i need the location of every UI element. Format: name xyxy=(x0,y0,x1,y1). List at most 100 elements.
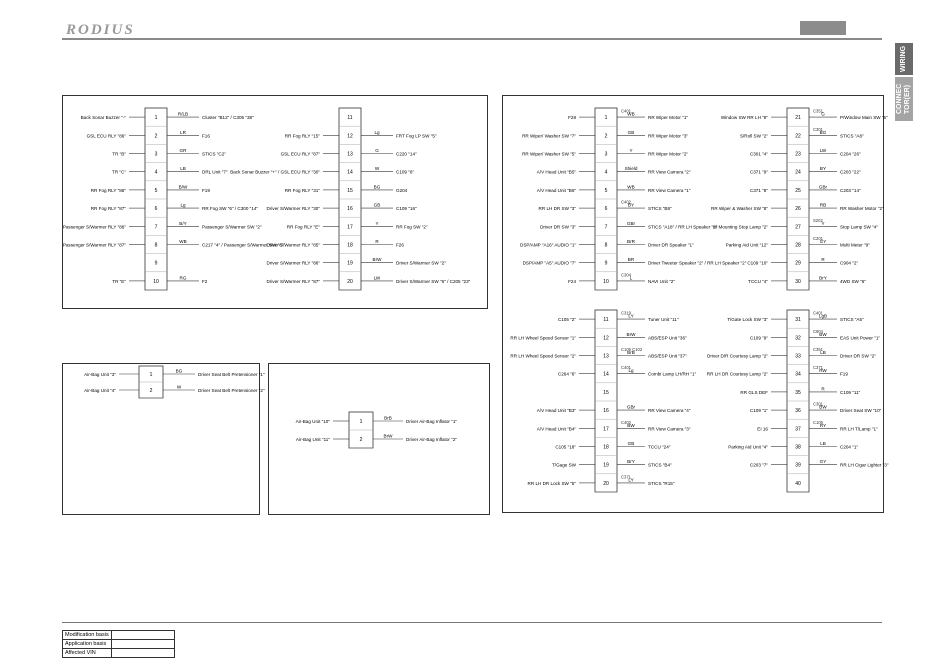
pin-source-label: Air-Bag Unit "11" xyxy=(296,437,330,442)
pin-destination-label: RR Wiper Motor "3" xyxy=(648,133,688,138)
pin-number: 22 xyxy=(795,133,801,139)
revision-row: Modification basis xyxy=(62,630,175,640)
pin-destination-label: DRL Unit "7" xyxy=(202,170,228,175)
pin-destination-label: Driver DR Speaker "1" xyxy=(648,243,694,248)
pin-destination-label: Cluster "B12" / C305 "38" xyxy=(202,115,254,120)
pin-source-label: Driver DR SW "3" xyxy=(540,224,576,229)
pin-destination-label: C109 "11" xyxy=(840,390,861,395)
pin-source-label: Back Sonar Buzzer "-" xyxy=(81,115,127,120)
wire-color-code: Lg xyxy=(374,130,380,135)
revision-row: Affected VIN xyxy=(62,648,175,658)
pin-source-label: DSP/AMP "A16" AUDIO "1" xyxy=(520,243,576,248)
pin-destination-label: P/Window Main SW "5" xyxy=(840,115,888,120)
pin-destination-label: NAVI Unit "2" xyxy=(648,279,675,284)
pin-destination-label: Passenger S/Warmer SW "2" xyxy=(202,224,262,229)
pin-source-label: Passenger S/Warmer RLY "86" xyxy=(63,224,127,229)
wire-color-code: BY xyxy=(628,203,634,208)
wire-color-code: LB xyxy=(180,166,186,171)
wire-color-code: WB xyxy=(179,239,186,244)
pin-number: 13 xyxy=(603,354,609,360)
pin-source-label: RR LH Wheel Speed Sensor "1" xyxy=(510,335,576,340)
pin-number: 1 xyxy=(150,372,153,378)
pin-source-label: Driver S/Warmer RLY "87" xyxy=(267,279,321,284)
pin-number: 9 xyxy=(155,261,158,267)
pin-destination-label: 4WD SW "6" xyxy=(840,279,866,284)
pin-destination-label: Driver Air-Bag Inflator "2" xyxy=(406,437,457,442)
pin-number: 21 xyxy=(795,115,801,121)
pin-destination-label: Multi Meter "9" xyxy=(840,243,870,248)
pin-source-label: RR Wiper & Washer SW "8" xyxy=(711,206,768,211)
splice-note: C904 xyxy=(813,329,824,334)
wire-color-code: BrR xyxy=(627,239,636,244)
pin-source-label: C371 "9" xyxy=(750,170,768,175)
tab-connector[interactable]: CONNEC TOR(ER) xyxy=(895,77,913,121)
pin-source-label: C105 "18" xyxy=(555,445,576,450)
pin-destination-label: RR LH Cigar Lighter "3" xyxy=(840,463,889,468)
pin-destination-label: C904 "2" xyxy=(840,261,858,266)
pin-number: 19 xyxy=(347,261,353,267)
pin-destination-label: Driver S/Warmer SW "2" xyxy=(396,261,446,266)
wire-color-code: GBr xyxy=(627,405,636,410)
pin-destination-label: RR Fog SW "2" xyxy=(396,224,428,229)
pin-number: 23 xyxy=(795,152,801,158)
wire-color-code: GB xyxy=(374,203,381,208)
pin-number: 15 xyxy=(603,390,609,396)
header-divider xyxy=(62,38,882,40)
pin-source-label: A/V Head Unit "B6" xyxy=(537,188,577,193)
revision-table: Modification basis Application basis Aff… xyxy=(62,630,175,658)
revision-row: Application basis xyxy=(62,639,175,649)
pin-source-label: Air-Bag Unit "10" xyxy=(296,419,331,424)
pin-destination-label: EAS Unit Power "1" xyxy=(840,335,880,340)
pin-source-label: GSL ECU RLY "87" xyxy=(281,152,321,157)
pin-destination-label: C109 "6" xyxy=(396,170,414,175)
pin-destination-label: F26 xyxy=(396,243,404,248)
pin-number: 15 xyxy=(347,188,353,194)
pin-source-label: RR GLS DEF xyxy=(740,390,768,395)
pin-source-label: Back Sonar Buzzer "+" / GSL ECU RLY "30" xyxy=(230,170,320,175)
pin-source-label: RR Wiper/ Washer SW "7" xyxy=(522,133,576,138)
pin-destination-label: C203 "22" xyxy=(840,170,861,175)
pin-source-label: Window SW RR LH "8" xyxy=(721,115,769,120)
pin-source-label: C301 "4" xyxy=(750,152,768,157)
pin-number: 10 xyxy=(153,279,159,285)
wire-color-code: BrB xyxy=(384,416,392,421)
wire-color-code: RW xyxy=(819,368,827,373)
wire-color-code: BrW xyxy=(627,332,637,337)
wire-color-code: BY xyxy=(820,166,826,171)
wire-color-code: GB xyxy=(628,130,635,135)
pin-destination-label: G204 xyxy=(396,188,408,193)
wire-color-code: LW xyxy=(820,148,827,153)
pin-number: 20 xyxy=(347,279,353,285)
pin-number: 4 xyxy=(605,170,608,176)
pin-destination-label: C220 "14" xyxy=(396,152,417,157)
wire-color-code: LY xyxy=(628,314,633,319)
pin-destination-label: F16 xyxy=(202,133,210,138)
pin-destination-label: STICS "B8" xyxy=(648,206,672,211)
pin-source-label: EI 16 xyxy=(757,426,768,431)
pin-number: 6 xyxy=(605,206,608,212)
tab-wiring[interactable]: WIRING xyxy=(895,43,913,75)
page-marker xyxy=(800,21,846,35)
pin-source-label: A/V Head Unit "B3" xyxy=(537,408,577,413)
wire-color-code: W xyxy=(177,385,182,390)
pin-destination-label: RR Wiper Motor "1" xyxy=(648,115,688,120)
pin-source-label: RR Fog RLY "87" xyxy=(91,206,127,211)
pin-number: 3 xyxy=(155,152,158,158)
wire-color-code: Y xyxy=(629,148,632,153)
wire-color-code: RY xyxy=(820,423,826,428)
pin-source-label: RR Fog RLY "86" xyxy=(91,188,127,193)
pin-source-label: RR Wiper/ Washer SW "5" xyxy=(522,152,576,157)
splice-note: C105 C102 xyxy=(621,347,643,352)
pin-destination-label: ABS/ESP Unit "37" xyxy=(648,354,687,359)
pin-number: 16 xyxy=(603,408,609,414)
pin-number: 40 xyxy=(795,481,801,487)
pin-number: 32 xyxy=(795,335,801,341)
pin-destination-label: RR LH T/Lamp "1" xyxy=(840,426,878,431)
pin-number: 24 xyxy=(795,170,801,176)
pin-source-label: C105 "2" xyxy=(558,317,576,322)
pin-number: 7 xyxy=(155,224,158,230)
pin-destination-label: ABS/ESP Unit "36" xyxy=(648,335,687,340)
pin-number: 25 xyxy=(795,188,801,194)
